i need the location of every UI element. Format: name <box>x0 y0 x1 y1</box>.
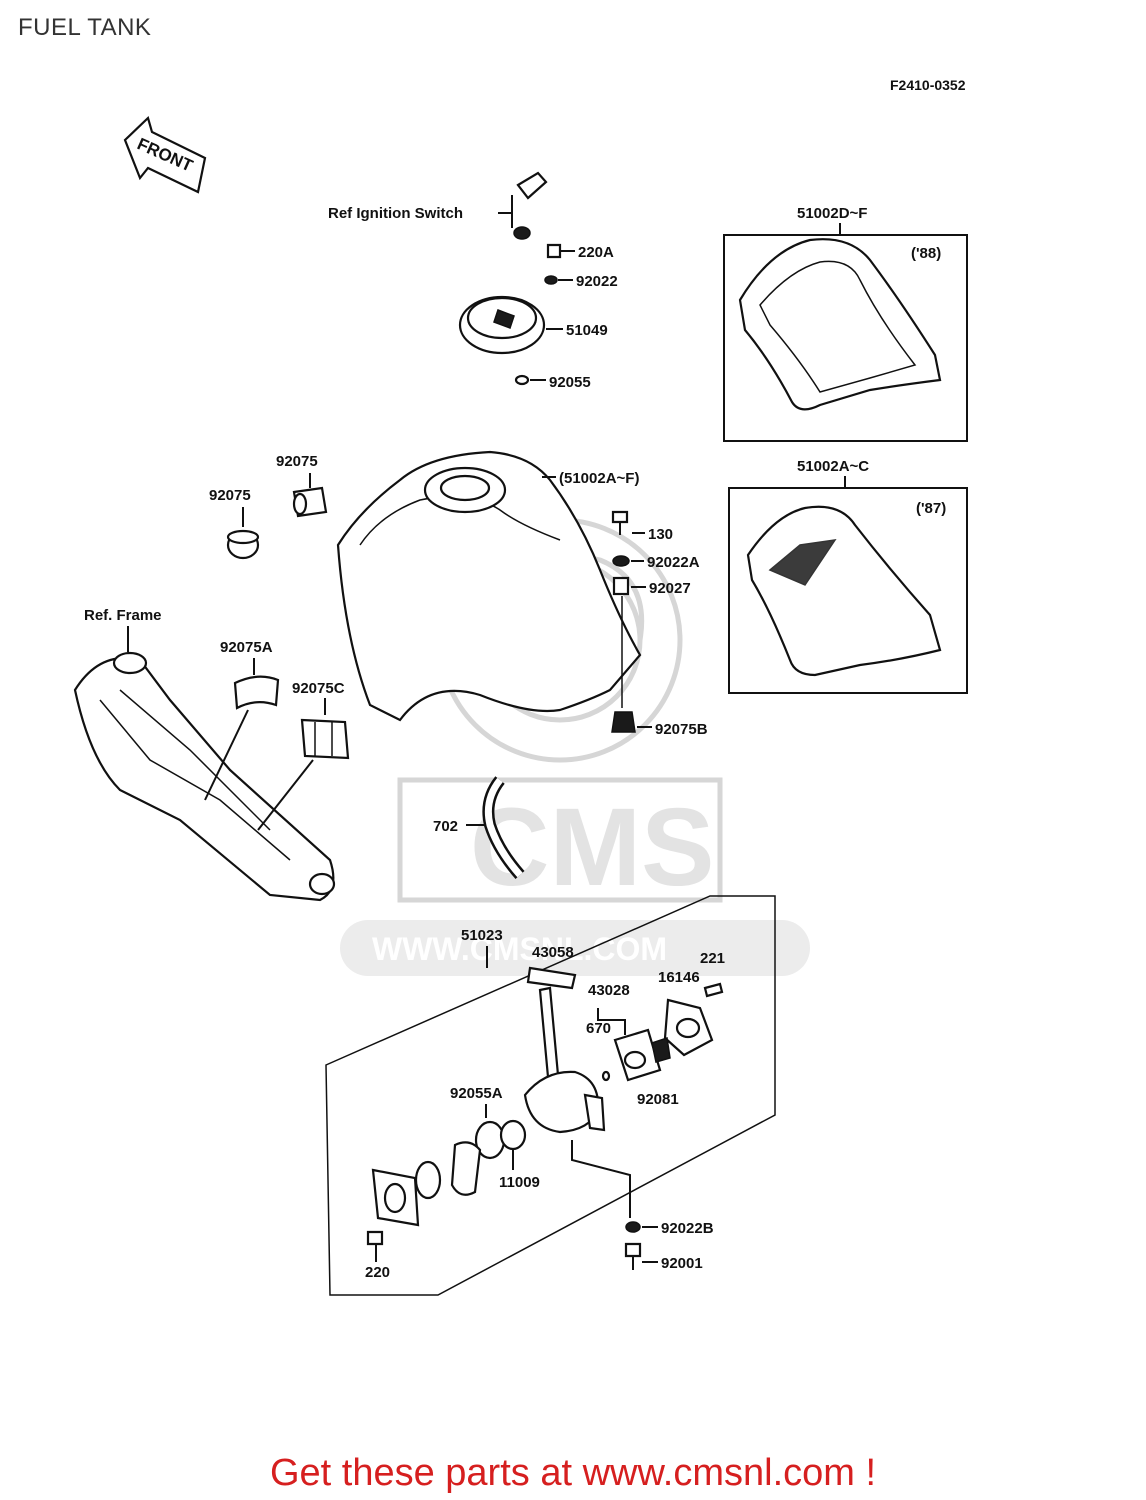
label-11009: 11009 <box>499 1174 540 1191</box>
label-ref-frame: Ref. Frame <box>84 607 162 624</box>
tank-mount-parts: 130 92022A 92027 92075B <box>611 510 708 738</box>
parts-diagram: CMS WWW.CMSNL.COM F2410-0352 FRONT Ref I… <box>73 77 968 1296</box>
frame-cushions: 92075A 92075C <box>204 639 350 831</box>
side-cover-87: 51002A~C ('87) <box>728 458 968 694</box>
watermark-logo: CMS <box>470 786 714 909</box>
label-92081: 92081 <box>637 1091 679 1108</box>
label-year-88: ('88) <box>911 245 941 262</box>
frame-ref: Ref. Frame <box>73 607 336 902</box>
label-92075A: 92075A <box>220 639 273 656</box>
front-arrow: FRONT <box>123 115 207 194</box>
label-16146: 16146 <box>658 969 700 986</box>
label-92055A: 92055A <box>450 1085 503 1102</box>
ignition-switch-ref: Ref Ignition Switch <box>328 171 548 240</box>
label-92075C: 92075C <box>292 680 345 697</box>
watermark-url: WWW.CMSNL.COM <box>372 931 667 967</box>
label-43028: 43028 <box>588 982 630 999</box>
label-221: 221 <box>700 950 725 967</box>
label-92022A: 92022A <box>647 554 700 571</box>
label-92075B: 92075B <box>655 721 708 738</box>
label-ref-ignition-switch: Ref Ignition Switch <box>328 205 463 222</box>
label-92075-a: 92075 <box>276 453 318 470</box>
label-43058: 43058 <box>532 944 574 961</box>
label-92022: 92022 <box>576 273 618 290</box>
hose-702: 702 <box>433 776 525 879</box>
label-220A: 220A <box>578 244 614 261</box>
label-92027: 92027 <box>649 580 691 597</box>
label-130: 130 <box>648 526 673 543</box>
label-92055: 92055 <box>549 374 591 391</box>
label-51002A-C: 51002A~C <box>797 458 869 475</box>
page-title: FUEL TANK <box>18 14 152 41</box>
side-cover-88: 51002D~F ('88) <box>723 205 968 442</box>
label-51049: 51049 <box>566 322 608 339</box>
footer-link[interactable]: Get these parts at www.cmsnl.com ! <box>269 1452 877 1494</box>
label-92022B: 92022B <box>661 1220 714 1237</box>
diagram-code: F2410-0352 <box>890 77 966 93</box>
label-670: 670 <box>586 1020 611 1037</box>
label-702: 702 <box>433 818 458 835</box>
label-year-87: ('87) <box>916 500 946 517</box>
label-tank: (51002A~F) <box>559 470 639 487</box>
label-220: 220 <box>365 1264 390 1281</box>
label-51002D-F: 51002D~F <box>797 205 867 222</box>
label-51023: 51023 <box>461 927 503 944</box>
cap-parts: 220A 92022 51049 92055 <box>458 243 618 391</box>
fuel-tap-assembly: 51023 43058 221 16146 43028 670 92055A 9… <box>325 895 776 1296</box>
fuel-tank: (51002A~F) <box>336 450 642 722</box>
label-92001: 92001 <box>661 1255 703 1272</box>
cushions-92075: 92075 92075 <box>209 453 328 560</box>
label-92075-b: 92075 <box>209 487 251 504</box>
